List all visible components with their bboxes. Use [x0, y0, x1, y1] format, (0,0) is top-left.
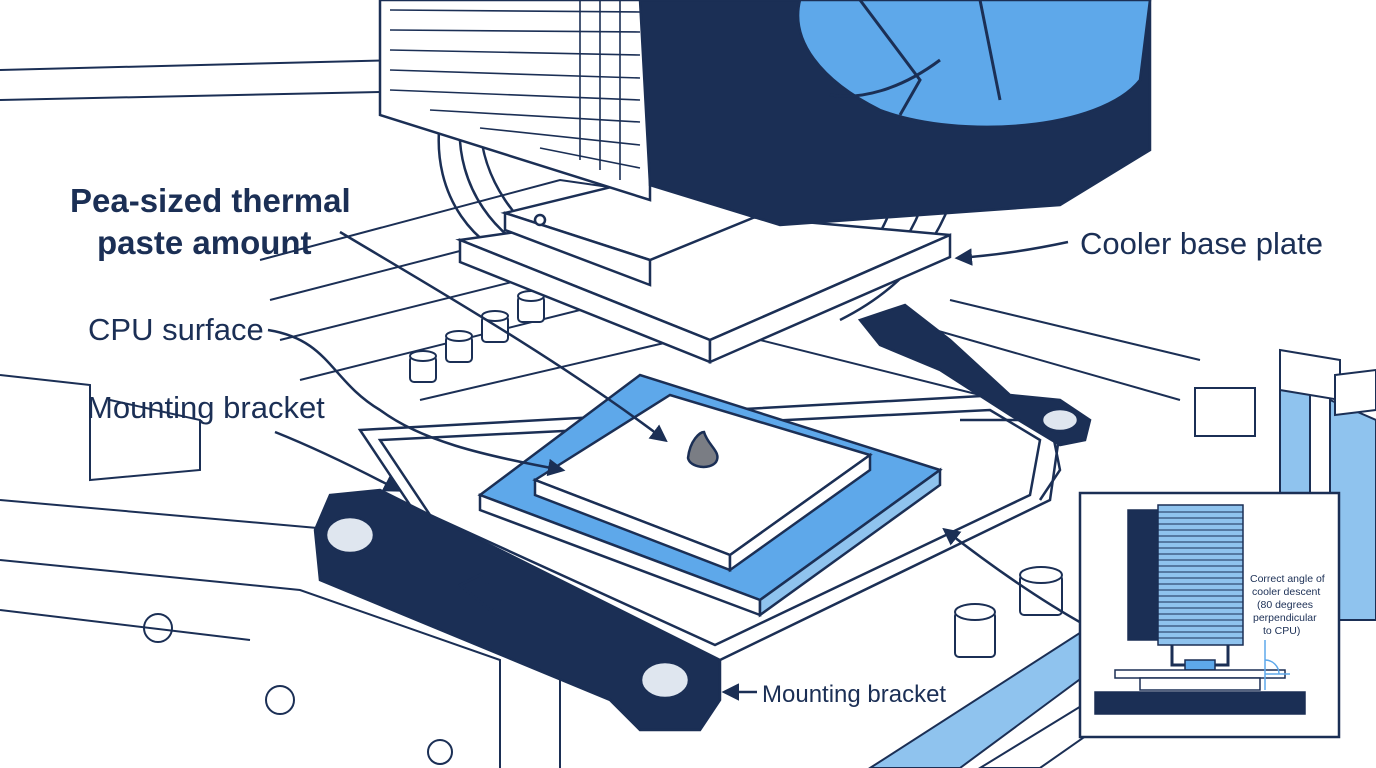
cpu	[477, 373, 943, 618]
leader-lines	[267, 230, 1086, 701]
leader-paste	[339, 230, 668, 443]
leader-inset	[942, 527, 1086, 627]
inset-text-5: to CPU)	[1263, 625, 1300, 637]
label-paste-line1: Pea-sized thermal	[70, 182, 351, 219]
leader-cooler-base	[954, 240, 1069, 266]
cpu-cooler	[378, 0, 1152, 364]
leader-cpu-surface	[267, 328, 566, 477]
label-mounting-bracket-left: Mounting bracket	[87, 390, 325, 425]
mounting-bracket-dark	[313, 303, 1092, 732]
inset-cooler	[1094, 504, 1306, 715]
inset-text-4: perpendicular	[1253, 612, 1317, 624]
label-cooler-base-plate: Cooler base plate	[1080, 226, 1323, 261]
leader-bracket-left	[274, 430, 402, 492]
inset-text-1: Correct angle of	[1250, 573, 1325, 585]
inset-text-3: (80 degrees	[1257, 599, 1313, 611]
label-mounting-bracket-bottom: Mounting bracket	[762, 681, 946, 708]
label-cpu-surface: CPU surface	[88, 312, 264, 347]
inset-detail: Correct angle of cooler descent (80 degr…	[1078, 491, 1341, 739]
inset-text-2: cooler descent	[1252, 586, 1320, 598]
label-paste-line2: paste amount	[97, 224, 312, 261]
